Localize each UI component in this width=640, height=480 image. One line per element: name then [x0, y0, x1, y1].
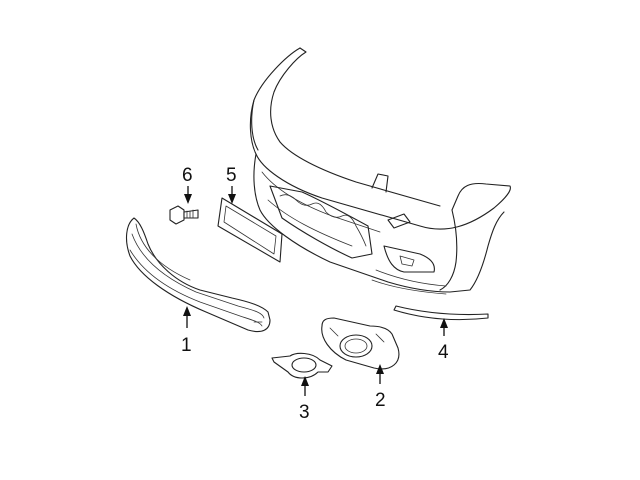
lower-grille — [125, 217, 271, 333]
screw — [169, 205, 199, 225]
callout-1: 1 — [181, 335, 192, 356]
side-reflector — [217, 197, 283, 263]
fog-lamp-bezel — [321, 317, 400, 370]
trim-strip — [393, 305, 489, 321]
callout-2: 2 — [375, 390, 386, 411]
callout-arrows — [183, 186, 448, 396]
callout-3: 3 — [299, 402, 310, 423]
bumper-cover — [249, 47, 511, 295]
callout-4: 4 — [438, 342, 449, 363]
gasket-ring — [271, 352, 333, 379]
callout-6: 6 — [182, 165, 193, 186]
callout-5: 5 — [226, 165, 237, 186]
